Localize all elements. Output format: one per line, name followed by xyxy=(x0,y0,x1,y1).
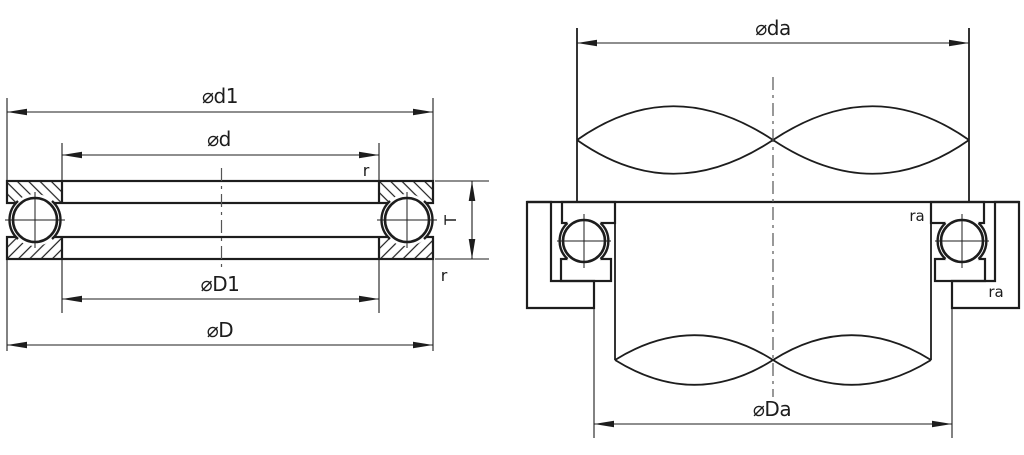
radius-label-top: r xyxy=(363,161,370,180)
dimension-d: ⌀d xyxy=(61,127,380,181)
shaft-break-curve-lower xyxy=(614,334,932,386)
housing-washer-section xyxy=(5,235,435,261)
dim-label-Da: ⌀Da xyxy=(753,397,791,421)
dimension-da: ⌀da xyxy=(577,16,969,47)
radius-label-bottom: r xyxy=(441,266,448,285)
mounting-view: ⌀da ra ra ⌀Da xyxy=(525,16,1021,438)
dimension-T: T xyxy=(435,180,489,260)
dim-label-D1: ⌀D1 xyxy=(201,272,240,296)
dimension-D1: ⌀D1 xyxy=(61,259,380,313)
ball-left xyxy=(5,192,65,248)
dimension-d1: ⌀d1 xyxy=(6,84,434,181)
fillet-label-bottom: ra xyxy=(988,283,1003,301)
ball-right xyxy=(377,192,437,248)
dimension-Da: ⌀Da xyxy=(593,308,953,438)
dim-label-T: T xyxy=(441,215,460,226)
section-view: ⌀d1 ⌀d r T r xyxy=(5,84,489,351)
shaft-lower xyxy=(614,202,932,386)
fillet-label-top: ra xyxy=(909,207,924,225)
mounted-ball-left xyxy=(557,214,611,268)
mounted-ball-right xyxy=(935,214,989,268)
dim-label-d1: ⌀d1 xyxy=(202,84,238,108)
dim-label-D: ⌀D xyxy=(207,318,234,342)
dimension-D: ⌀D xyxy=(6,259,434,351)
dim-label-d: ⌀d xyxy=(207,127,231,151)
shaft-washer-section xyxy=(5,179,435,205)
dim-label-da: ⌀da xyxy=(755,16,791,40)
